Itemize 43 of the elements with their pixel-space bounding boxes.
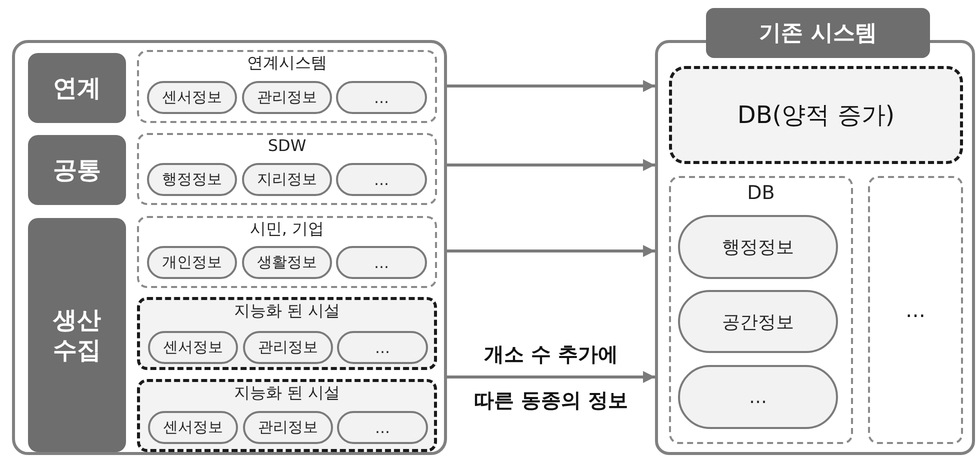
group-title: SDW bbox=[268, 136, 306, 155]
info-pill: 생활정보 bbox=[242, 246, 332, 279]
info-pill: 관리정보 bbox=[243, 331, 333, 364]
info-pill: … bbox=[337, 331, 428, 364]
info-pill: … bbox=[336, 81, 427, 114]
category-tab: 공통 bbox=[28, 135, 126, 205]
arrow bbox=[447, 371, 655, 383]
group-title: 지능화 된 시설 bbox=[234, 383, 340, 404]
panel-frame bbox=[12, 40, 447, 455]
info-pill: 센서정보 bbox=[148, 411, 238, 444]
info-pill: 개인정보 bbox=[147, 246, 237, 279]
category-tab: 생산 수집 bbox=[28, 218, 126, 452]
title-tab: 기존 시스템 bbox=[706, 8, 930, 58]
dashed-box: DB(양적 증가) bbox=[669, 66, 963, 164]
info-pill: … bbox=[678, 365, 838, 429]
info-pill: 행정정보 bbox=[147, 163, 237, 196]
edge-label: 개소 수 추가에 따른 동종의 정보 bbox=[473, 341, 629, 414]
group-title: DB bbox=[747, 182, 775, 204]
info-pill: 센서정보 bbox=[148, 331, 238, 364]
dashed-group bbox=[137, 216, 437, 288]
system-panel bbox=[655, 8, 975, 455]
dashed-box: … bbox=[868, 176, 963, 444]
dashed-group bbox=[137, 379, 437, 452]
info-pill: 관리정보 bbox=[243, 411, 333, 444]
info-pill: … bbox=[336, 163, 427, 196]
info-pill: … bbox=[337, 411, 428, 444]
group-title: 지능화 된 시설 bbox=[234, 301, 340, 322]
dashed-group bbox=[137, 50, 437, 123]
arrow bbox=[447, 80, 655, 92]
group-title: 시민, 기업 bbox=[250, 219, 324, 240]
info-pill: 공간정보 bbox=[678, 290, 838, 353]
info-pill: … bbox=[336, 246, 427, 279]
group-title: 연계시스템 bbox=[247, 53, 327, 74]
arrow bbox=[447, 159, 655, 171]
info-pill: 관리정보 bbox=[242, 81, 332, 114]
category-tab: 연계 bbox=[28, 53, 126, 123]
info-pill: 지리정보 bbox=[242, 163, 332, 196]
dashed-group bbox=[669, 176, 853, 444]
arrow bbox=[447, 245, 655, 257]
dashed-group bbox=[137, 133, 437, 205]
info-pill: 행정정보 bbox=[678, 215, 838, 279]
info-pill: 센서정보 bbox=[147, 81, 237, 114]
dashed-group bbox=[137, 297, 437, 370]
